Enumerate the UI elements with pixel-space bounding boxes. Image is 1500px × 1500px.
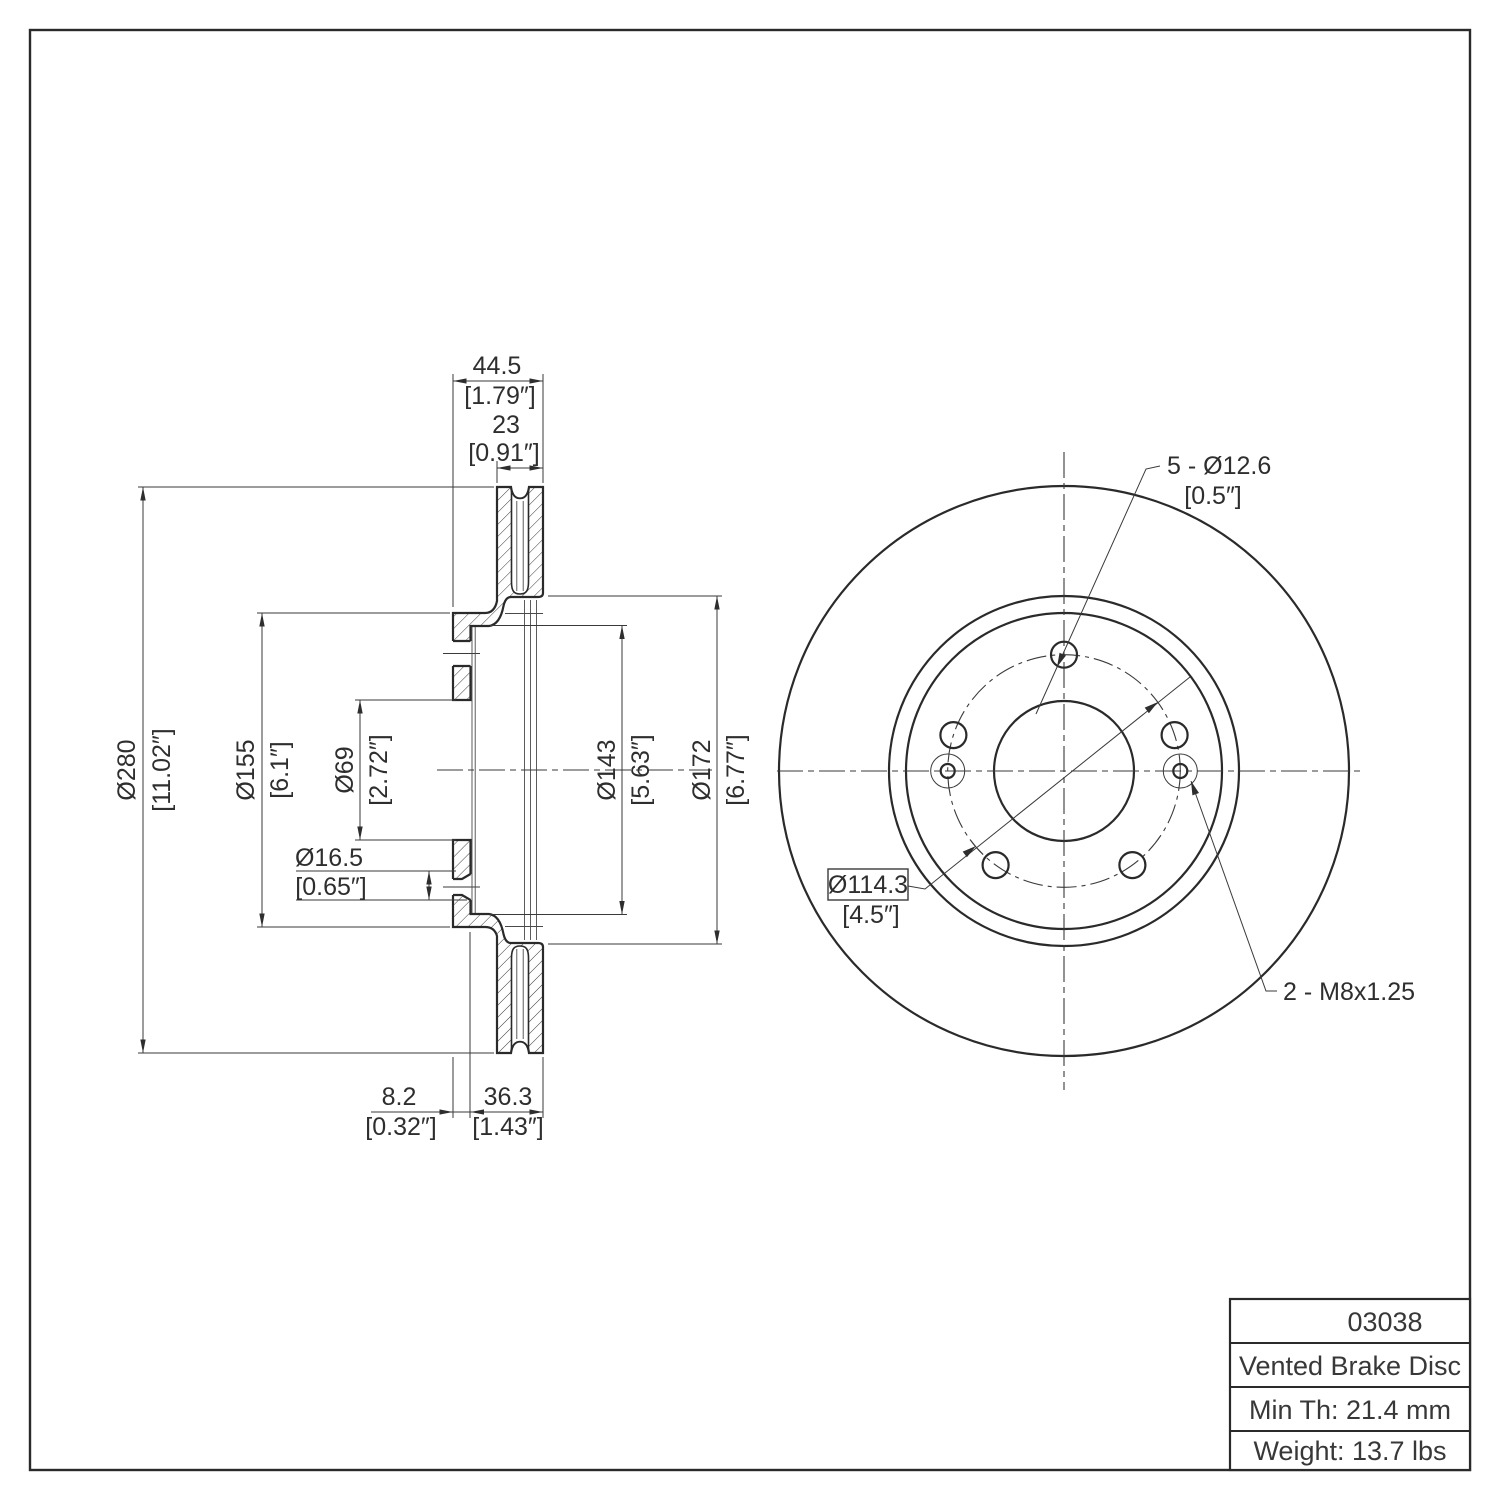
part-description: Vented Brake Disc (1239, 1351, 1461, 1381)
sheet-border (28, 28, 1472, 1472)
dim-label: [5.63″] (627, 734, 655, 805)
title-block: 03038 Vented Brake Disc Min Th: 21.4 mm … (1228, 1297, 1472, 1472)
dim-label: [1.79″] (464, 382, 535, 410)
callout-lug-holes: 5 - Ø12.6 [0.5″] (1035, 452, 1271, 715)
dim-label: [1.43″] (472, 1113, 543, 1141)
front-view-callouts: 5 - Ø12.6 [0.5″] Ø114.3 [4.5″] 2 - M8x1.… (827, 452, 1415, 1006)
lug-hole (939, 720, 968, 750)
dim-label: 23 (492, 411, 520, 439)
dim-inner-diameter: Ø143 [5.63″] (490, 625, 655, 915)
dim-total-width: 44.5 [1.79″] (452, 352, 544, 607)
callout-label: 2 - M8x1.25 (1283, 978, 1415, 1006)
callout-label: 5 - Ø12.6 (1167, 452, 1271, 480)
dim-label: Ø69 (331, 746, 359, 793)
dim-label: [6.77″] (722, 734, 750, 805)
dim-hat-depth: 8.2 [0.32″] (365, 932, 544, 1141)
dim-label: Ø280 (113, 739, 141, 800)
dim-rotor-offset: 36.3 [1.43″] (470, 1083, 544, 1141)
thread-hole-right (1162, 753, 1198, 789)
dim-center-bore: Ø69 [2.72″] (331, 699, 456, 841)
dim-label: 8.2 (382, 1083, 417, 1111)
dim-label: [0.65″] (295, 873, 366, 901)
thread-hole-left (930, 753, 966, 789)
callout-label: [4.5″] (842, 901, 900, 929)
dim-label: [0.32″] (365, 1113, 436, 1141)
callout-label: Ø114.3 (828, 871, 908, 899)
dim-label: 36.3 (484, 1083, 533, 1111)
min-thickness: Min Th: 21.4 mm (1249, 1395, 1451, 1425)
dim-label: 44.5 (473, 352, 522, 380)
dim-label: [6.1″] (266, 741, 294, 799)
dim-contact-diameter: Ø172 [6.77″] (548, 595, 750, 945)
lug-hole (1118, 850, 1147, 880)
callout-thread-holes: 2 - M8x1.25 (1190, 780, 1415, 1006)
front-view (777, 452, 1361, 1090)
dim-rotor-width: 23 [0.91″] (468, 411, 543, 483)
section-upper-body (451, 485, 545, 702)
dim-label: Ø16.5 (295, 844, 363, 872)
callout-label: [0.5″] (1184, 482, 1242, 510)
dim-label: Ø143 (593, 739, 621, 800)
section-view (437, 485, 712, 1055)
lug-hole (1160, 720, 1189, 750)
vent-channel-upper (510, 486, 530, 595)
dim-label: Ø155 (232, 739, 260, 800)
dim-label: Ø172 (688, 739, 716, 800)
dim-label: [2.72″] (365, 734, 393, 805)
lug-hole (981, 850, 1010, 880)
dim-outer-diameter: Ø280 [11.02″] (113, 486, 494, 1054)
lug-hole (1049, 640, 1079, 669)
callout-bolt-circle: Ø114.3 [4.5″] (827, 676, 1191, 929)
dim-label: [0.91″] (468, 439, 539, 467)
dim-hat-diameter: Ø155 [6.1″] (232, 612, 450, 928)
part-weight: Weight: 13.7 lbs (1253, 1436, 1446, 1466)
section-lower-body (451, 838, 545, 1055)
dim-countersink-hole: Ø16.5 [0.65″] (295, 844, 467, 901)
bolt-circle-frame (827, 868, 909, 901)
dim-label: [11.02″] (148, 728, 176, 811)
section-dimensions: Ø280 [11.02″] Ø155 [6.1″] Ø69 [2.72″] Ø1… (113, 352, 750, 1141)
vent-channel-lower (510, 945, 530, 1054)
part-number: 03038 (1347, 1307, 1422, 1337)
